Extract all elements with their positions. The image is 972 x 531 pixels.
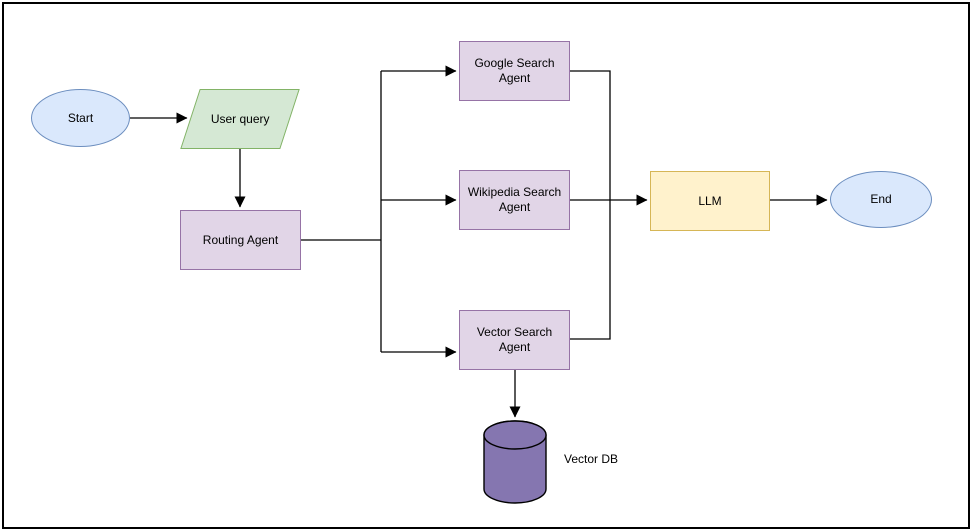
node-google-search-agent: Google Search Agent <box>459 41 570 101</box>
edge-vector-merge <box>570 200 611 340</box>
node-vector-search-agent: Vector Search Agent <box>459 310 570 370</box>
node-wikipedia-search-agent: Wikipedia Search Agent <box>459 170 570 230</box>
edge-google-merge <box>570 70 611 200</box>
node-llm: LLM <box>650 171 770 231</box>
node-wikipedia-search-agent-label: Wikipedia Search Agent <box>467 185 562 214</box>
node-vector-search-agent-label: Vector Search Agent <box>476 325 553 354</box>
node-vector-db-label: Vector DB <box>563 452 619 466</box>
node-user-query-label: User query <box>210 111 270 126</box>
node-user-query: User query <box>180 89 300 149</box>
node-routing-agent: Routing Agent <box>180 210 301 270</box>
node-routing-agent-label: Routing Agent <box>202 232 279 247</box>
node-vector-db <box>483 420 547 504</box>
node-llm-label: LLM <box>698 193 722 208</box>
node-end: End <box>830 171 932 228</box>
node-end-label: End <box>870 192 892 206</box>
cylinder-top <box>483 420 547 450</box>
node-start-label: Start <box>67 110 94 125</box>
node-start: Start <box>31 89 130 147</box>
node-google-search-agent-label: Google Search Agent <box>474 56 555 85</box>
